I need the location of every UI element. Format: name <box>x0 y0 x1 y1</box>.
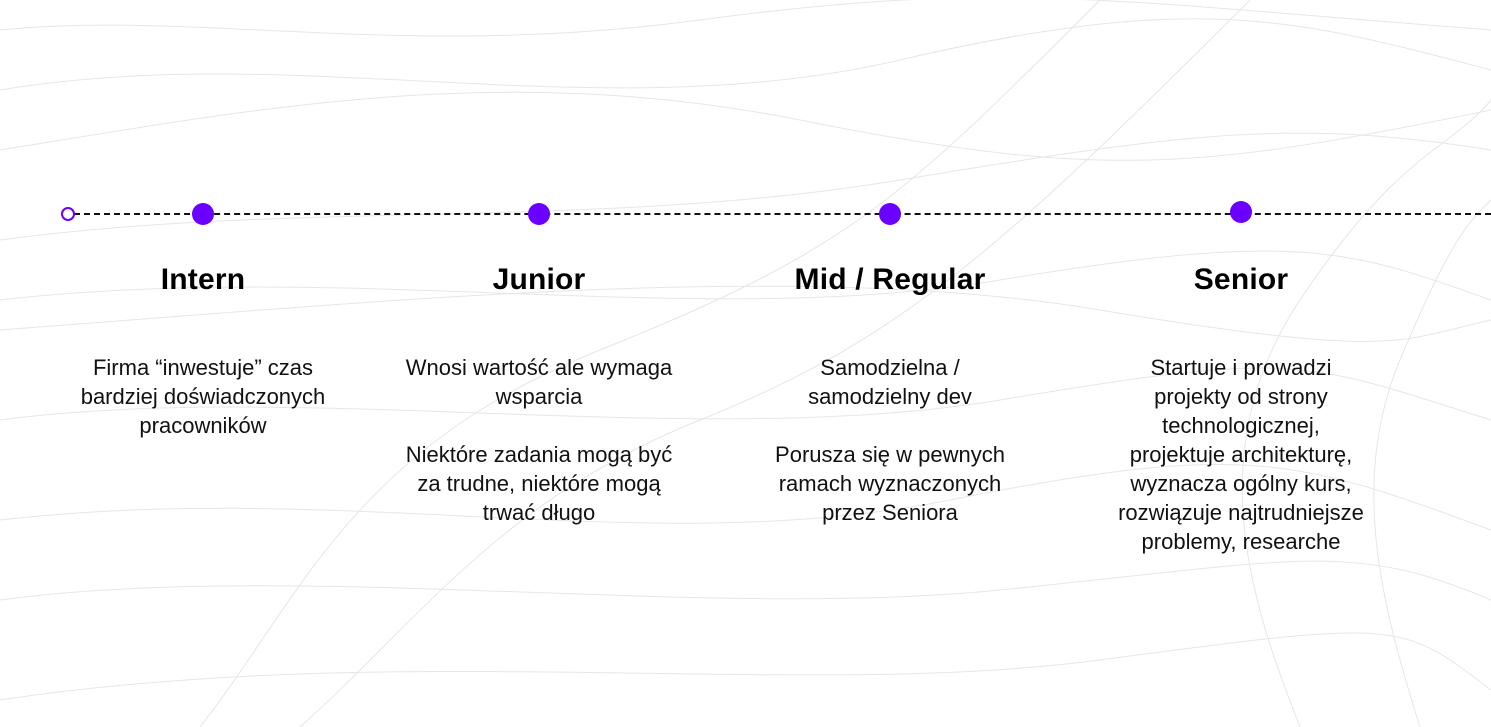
stage-title: Senior <box>1193 263 1289 296</box>
stage-paragraph: Startuje i prowadzi projekty od strony t… <box>1118 355 1364 554</box>
stage-paragraph: Firma “inwestuje” czas bardziej doświadc… <box>80 355 326 438</box>
milestone-dot-icon <box>879 203 901 225</box>
stage-paragraph: Wnosi wartość ale wymaga wsparcia <box>405 355 673 409</box>
milestone-dot-icon <box>528 203 550 225</box>
stage-description: Wnosi wartość ale wymaga wsparcia Niektó… <box>399 353 679 527</box>
timeline-dashed-line <box>74 213 1491 215</box>
stage-description: Samodzielna / samodzielny dev Porusza si… <box>765 353 1015 527</box>
stage-title: Junior <box>492 263 586 296</box>
stage-title: Intern <box>160 263 246 296</box>
stage-paragraph: Niektóre zadania mogą być za trudne, nie… <box>405 442 673 525</box>
stage-paragraph: Porusza się w pewnych ramach wyznaczonyc… <box>775 442 1005 525</box>
stage-title: Mid / Regular <box>794 263 986 296</box>
stage-description: Startuje i prowadzi projekty od strony t… <box>1116 353 1366 556</box>
milestone-dot-icon <box>1230 201 1252 223</box>
timeline-start-circle-icon <box>61 207 75 221</box>
milestone-dot-icon <box>192 203 214 225</box>
stage-paragraph: Samodzielna / samodzielny dev <box>808 355 972 409</box>
stage-description: Firma “inwestuje” czas bardziej doświadc… <box>63 353 343 440</box>
